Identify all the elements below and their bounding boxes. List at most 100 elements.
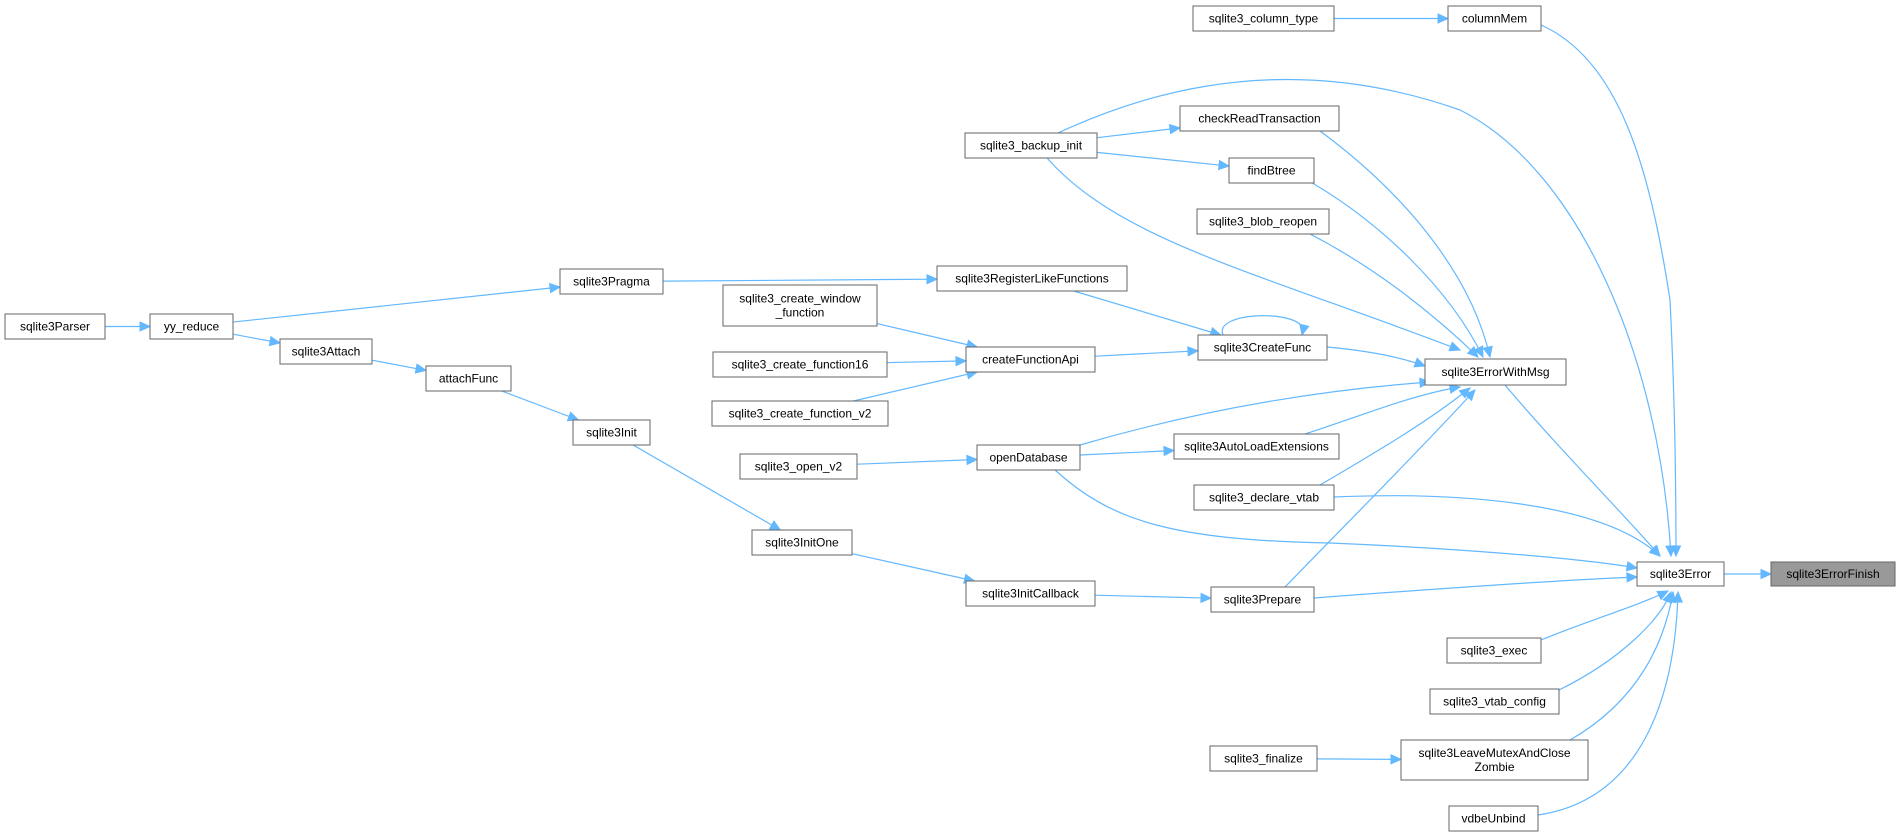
node-prepare[interactable]: sqlite3Prepare xyxy=(1210,586,1315,613)
edge-autoload-to-errorwithmsg-arrowhead xyxy=(1448,383,1462,394)
node-attach-label: sqlite3Attach xyxy=(292,345,361,359)
edge-vtab-config-to-error xyxy=(1558,591,1672,691)
edge-backup-init-to-errorwithmsg-arrowhead xyxy=(1448,341,1462,352)
edge-leavemutex-to-error-arrowhead xyxy=(1666,590,1677,604)
edge-checkread-to-errorwithmsg xyxy=(1319,130,1491,358)
node-columnmem-box xyxy=(1447,5,1542,32)
node-init[interactable]: sqlite3Init xyxy=(572,419,651,446)
edge-initone-to-initcallback xyxy=(851,553,975,582)
node-registerlike-box xyxy=(936,265,1128,292)
node-columnmem-label: columnMem xyxy=(1462,12,1527,26)
node-yyreduce[interactable]: yy_reduce xyxy=(149,313,234,340)
node-initone[interactable]: sqlite3InitOne xyxy=(751,529,853,556)
node-errorfinish-box xyxy=(1770,561,1896,587)
node-create-function16[interactable]: sqlite3_create_function16 xyxy=(712,351,888,378)
node-exec[interactable]: sqlite3_exec xyxy=(1446,637,1542,664)
edge-error-to-errorfinish-arrowhead xyxy=(1760,568,1773,580)
node-declare-vtab-box xyxy=(1193,484,1335,511)
edge-pragma-to-registerlike-arrowhead xyxy=(926,273,939,285)
edge-leavemutex-to-error xyxy=(1569,591,1674,741)
node-vdbeunbind[interactable]: vdbeUnbind xyxy=(1448,805,1539,832)
edge-yyreduce-to-pragma xyxy=(232,286,561,323)
node-column-type-box xyxy=(1192,5,1335,32)
node-attachfunc[interactable]: attachFunc xyxy=(425,365,512,392)
node-registerlike[interactable]: sqlite3RegisterLikeFunctions xyxy=(936,265,1128,292)
node-initone-label: sqlite3InitOne xyxy=(765,536,839,550)
node-columnmem[interactable]: columnMem xyxy=(1447,5,1542,32)
node-create-function-v2-label: sqlite3_create_function_v2 xyxy=(729,407,872,421)
node-initcallback-label: sqlite3InitCallback xyxy=(982,587,1080,601)
node-leavemutex-label: sqlite3LeaveMutexAndClose xyxy=(1418,746,1570,760)
node-create-function16-box xyxy=(712,351,888,378)
edge-init-to-initone-arrowhead xyxy=(768,520,782,531)
edge-declare-vtab-to-errorwithmsg xyxy=(1319,387,1471,486)
edge-vdbeunbind-to-error xyxy=(1537,591,1679,816)
node-column-type[interactable]: sqlite3_column_type xyxy=(1192,5,1335,32)
edge-column-type-to-columnmem-arrowhead xyxy=(1437,13,1450,24)
node-create-window-box xyxy=(722,284,878,327)
node-create-function-v2[interactable]: sqlite3_create_function_v2 xyxy=(711,400,889,427)
nodes-layer: sqlite3ErrorFinish sqlite3Error sqlite3Err… xyxy=(4,5,1896,832)
edge-opendatabase-to-errorwithmsg xyxy=(1079,381,1431,446)
edge-declare-vtab-to-error-arrowhead xyxy=(1648,544,1661,557)
node-opendatabase[interactable]: openDatabase xyxy=(976,444,1081,471)
node-checkread-label: checkReadTransaction xyxy=(1198,112,1320,126)
node-errorfinish-label: sqlite3ErrorFinish xyxy=(1786,567,1879,581)
edge-prepare-to-errorwithmsg xyxy=(1284,389,1476,588)
node-open-v2[interactable]: sqlite3_open_v2 xyxy=(739,453,858,480)
node-finalize-label: sqlite3_finalize xyxy=(1224,752,1303,766)
node-create-function16-label: sqlite3_create_function16 xyxy=(732,358,869,372)
edge-findbtree-to-errorwithmsg-arrowhead xyxy=(1473,345,1484,359)
node-findbtree[interactable]: findBtree xyxy=(1228,157,1315,184)
node-attach-box xyxy=(279,338,373,365)
node-attach[interactable]: sqlite3Attach xyxy=(279,338,373,365)
node-parser[interactable]: sqlite3Parser xyxy=(4,313,106,340)
node-findbtree-box xyxy=(1228,157,1315,184)
edge-prepare-to-error-arrowhead xyxy=(1626,572,1639,583)
node-declare-vtab[interactable]: sqlite3_declare_vtab xyxy=(1193,484,1335,511)
node-backup-init[interactable]: sqlite3_backup_init xyxy=(964,132,1098,159)
node-errorwithmsg-label: sqlite3ErrorWithMsg xyxy=(1441,365,1549,379)
node-createfunctionapi-box xyxy=(965,346,1096,373)
edge-checkread-to-errorwithmsg-arrowhead xyxy=(1482,345,1493,359)
edge-attachfunc-to-init-arrowhead xyxy=(566,411,580,422)
node-createfunctionapi[interactable]: createFunctionApi xyxy=(965,346,1096,373)
node-autoload-box xyxy=(1173,433,1340,460)
node-vtab-config[interactable]: sqlite3_vtab_config xyxy=(1429,688,1560,715)
edge-finalize-to-leavemutex xyxy=(1316,758,1402,760)
edge-init-to-initone xyxy=(632,444,781,531)
node-attachfunc-box xyxy=(425,365,512,392)
edge-registerlike-to-createfunc xyxy=(1073,290,1221,336)
edge-createfunc-to-createfunc-arrowhead xyxy=(1299,323,1310,337)
edge-create-function16-to-createfunctionapi-arrowhead xyxy=(955,355,968,367)
node-create-window[interactable]: sqlite3_create_window_function xyxy=(722,284,878,327)
node-errorfinish[interactable]: sqlite3ErrorFinish xyxy=(1770,561,1896,587)
node-create-window-label: _function xyxy=(775,306,825,320)
node-exec-label: sqlite3_exec xyxy=(1461,644,1528,658)
node-errorwithmsg[interactable]: sqlite3ErrorWithMsg xyxy=(1424,358,1567,386)
node-finalize[interactable]: sqlite3_finalize xyxy=(1209,745,1318,772)
node-autoload[interactable]: sqlite3AutoLoadExtensions xyxy=(1173,433,1340,460)
node-pragma[interactable]: sqlite3Pragma xyxy=(559,268,664,295)
edge-open-v2-to-opendatabase-arrowhead xyxy=(966,454,979,466)
edge-autoload-to-errorwithmsg xyxy=(1304,386,1461,435)
edge-createfunc-to-errorwithmsg-arrowhead xyxy=(1413,357,1427,368)
node-initcallback-box xyxy=(965,580,1096,607)
node-checkread[interactable]: checkReadTransaction xyxy=(1179,105,1340,132)
node-vdbeunbind-label: vdbeUnbind xyxy=(1461,812,1525,826)
edge-opendatabase-to-autoload xyxy=(1079,449,1175,456)
node-error[interactable]: sqlite3Error xyxy=(1636,561,1725,587)
edge-columnmem-to-error xyxy=(1540,24,1677,557)
node-yyreduce-label: yy_reduce xyxy=(164,320,220,334)
node-open-v2-box xyxy=(739,453,858,480)
node-initcallback[interactable]: sqlite3InitCallback xyxy=(965,580,1096,607)
node-leavemutex-label: Zombie xyxy=(1474,760,1514,774)
edge-parser-to-yyreduce-arrowhead xyxy=(139,321,152,332)
edge-blob-reopen-to-errorwithmsg xyxy=(1309,233,1479,358)
node-createfunc[interactable]: sqlite3CreateFunc xyxy=(1197,334,1328,361)
node-blob-reopen-box xyxy=(1196,208,1330,235)
node-blob-reopen[interactable]: sqlite3_blob_reopen xyxy=(1196,208,1330,235)
node-error-label: sqlite3Error xyxy=(1650,567,1711,581)
edge-pragma-to-registerlike xyxy=(662,278,938,282)
